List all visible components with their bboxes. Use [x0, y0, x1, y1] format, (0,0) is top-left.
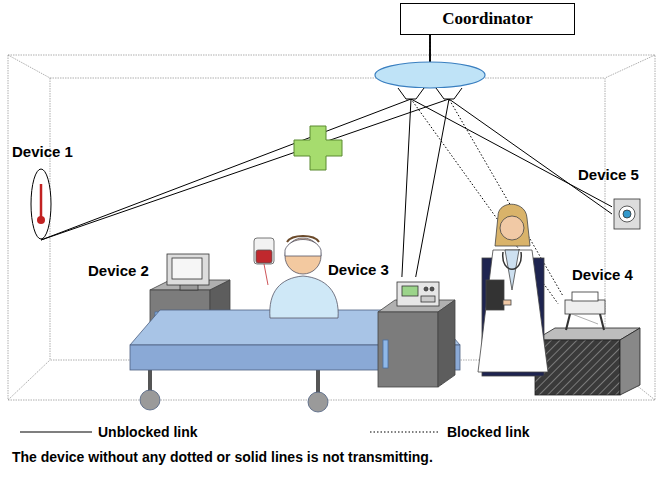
- wall-sensor-device: [614, 199, 640, 229]
- wall-sensor-device: [614, 199, 640, 229]
- bed: [308, 392, 328, 412]
- thermometer-device: [31, 169, 51, 239]
- room-outline: [8, 55, 655, 400]
- doctor: [503, 300, 511, 305]
- coordinator-box: Coordinator: [400, 3, 575, 35]
- green-cross: [294, 126, 342, 170]
- right-cabinet: [378, 300, 455, 387]
- device-node: Device 5: [612, 196, 642, 232]
- plotter-device: [600, 314, 604, 330]
- plotter-device: [572, 314, 598, 324]
- patient: [270, 236, 338, 318]
- plotter-device: [565, 292, 605, 330]
- green-cross: [294, 126, 342, 170]
- thermometer-device: [31, 169, 51, 239]
- monitor-device-3: [397, 282, 439, 306]
- antenna-array: [375, 62, 485, 88]
- device-node: Device 4: [558, 296, 608, 334]
- room-outline: [605, 55, 655, 78]
- monitor-device-3: [402, 286, 418, 296]
- bed: [130, 310, 460, 412]
- doctor: [486, 280, 504, 310]
- patient: [287, 236, 319, 242]
- room-outline: [8, 360, 50, 400]
- plotter-device: [566, 314, 570, 330]
- patient: [270, 276, 338, 318]
- right-cabinet: [378, 312, 438, 387]
- device-label: Device 1: [12, 143, 73, 160]
- iv-bag: [264, 264, 268, 285]
- antenna-array: [375, 62, 485, 99]
- iv-bag: [254, 238, 274, 264]
- device-node: Device 3: [395, 277, 441, 309]
- device-label: Device 5: [578, 166, 639, 183]
- device-label: Device 4: [572, 266, 633, 283]
- monitor-device-3: [430, 287, 434, 291]
- monitor-device-3: [424, 287, 428, 291]
- device-label: Device 2: [88, 262, 149, 279]
- room-outline: [8, 55, 50, 78]
- device-label: Device 3: [328, 261, 389, 278]
- doctor: [495, 204, 530, 246]
- plotter-device: [565, 300, 605, 314]
- plotter-device: [572, 292, 598, 301]
- monitor-device: [172, 258, 202, 279]
- device-node: Device 1: [30, 168, 52, 240]
- antenna-array: [436, 88, 462, 99]
- device-node: Device 2: [165, 250, 213, 290]
- wall-sensor-device: [623, 210, 631, 218]
- doctor: [503, 252, 522, 269]
- bed: [140, 390, 160, 410]
- legend-text: Unblocked link: [98, 424, 198, 440]
- legend-text: Blocked link: [447, 424, 529, 440]
- monitor-device-3: [397, 282, 439, 306]
- legend-samples: [20, 432, 440, 433]
- node-title: Coordinator: [442, 9, 533, 29]
- thermometer-device: [40, 184, 43, 217]
- right-cabinet: [383, 340, 388, 368]
- patient: [285, 240, 321, 257]
- right-cabinet: [438, 300, 455, 387]
- antenna-array: [398, 88, 424, 99]
- bed: [148, 370, 152, 392]
- iv-bag: [254, 238, 274, 285]
- doctor: [500, 216, 524, 240]
- wall-sensor-device: [619, 206, 635, 222]
- blocked-sample: [370, 431, 440, 432]
- unblocked-sample: [20, 431, 92, 432]
- hatched-table: [620, 328, 640, 395]
- room-outline: [8, 55, 655, 400]
- monitor-device-3: [421, 296, 435, 302]
- doctor: [478, 204, 548, 376]
- patient: [285, 238, 321, 274]
- monitor-device: [167, 254, 209, 285]
- iv-bag: [256, 250, 272, 263]
- bed: [316, 370, 320, 393]
- unblocked-link: [41, 35, 449, 240]
- monitor-device: [167, 254, 209, 290]
- thermometer-device: [37, 216, 45, 224]
- doctor: [478, 250, 548, 372]
- note-text: The device without any dotted or solid l…: [12, 449, 433, 465]
- hatched-table: [535, 328, 640, 395]
